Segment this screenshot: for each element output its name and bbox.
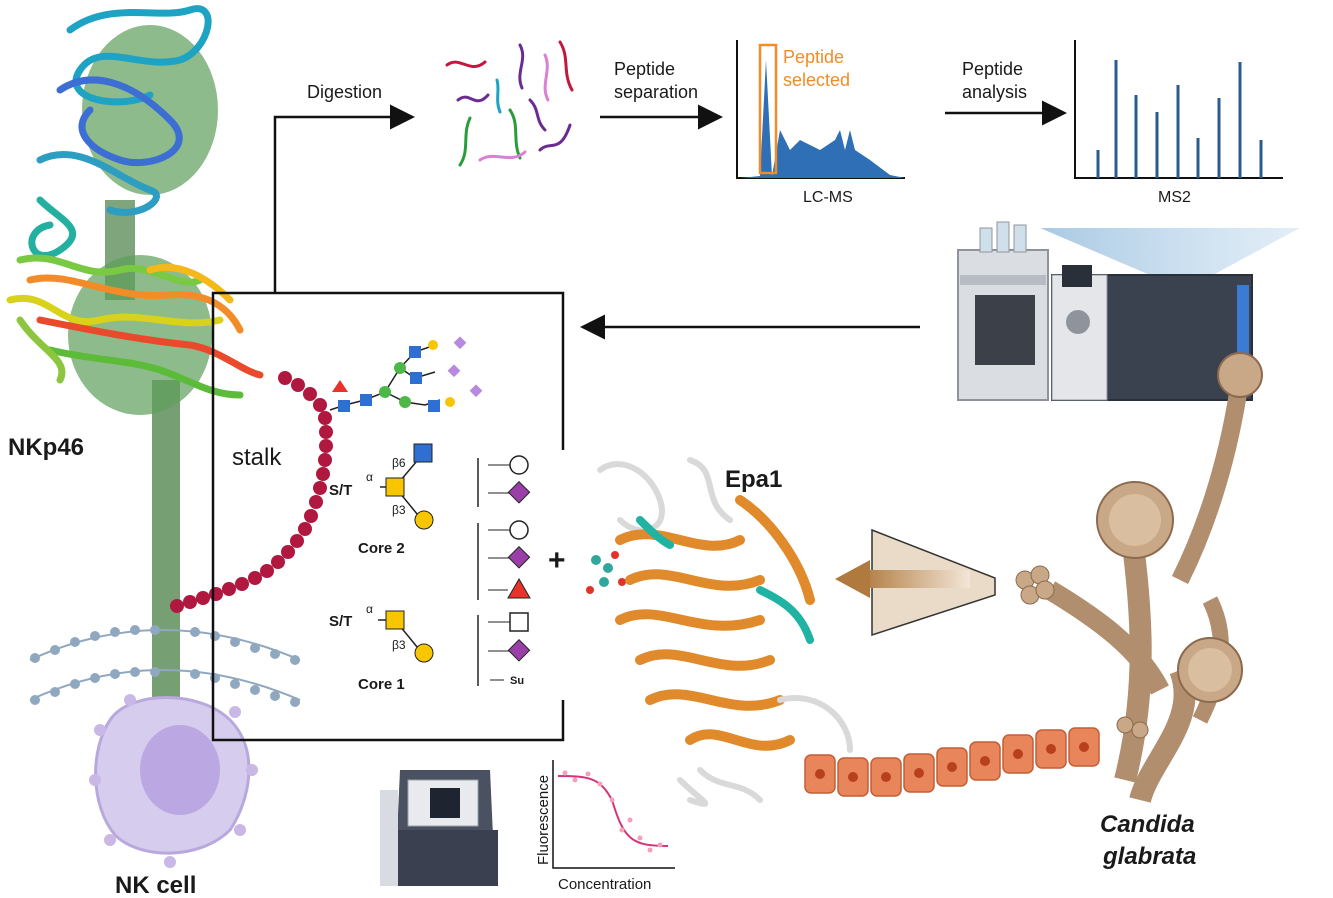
plate-reader-icon	[380, 770, 498, 886]
glycan-modification-list	[477, 455, 531, 686]
fluorescence-plot	[552, 760, 675, 869]
label-peptide-analysis-1: Peptide	[962, 59, 1023, 79]
label-nk-cell: NK cell	[115, 872, 196, 898]
label-lcms: LC-MS	[803, 189, 853, 206]
label-stalk: stalk	[232, 444, 282, 471]
nk-cell-icon	[89, 694, 258, 868]
label-beta3-core2: β3	[392, 503, 406, 517]
label-beta6: β6	[392, 456, 406, 470]
label-digestion: Digestion	[307, 82, 382, 102]
label-beta3-core1: β3	[392, 638, 406, 652]
label-concentration: Concentration	[558, 876, 651, 893]
label-peptide-separation-1: Peptide	[614, 59, 675, 79]
label-peptide-analysis-2: analysis	[962, 82, 1027, 102]
core2-structure	[380, 443, 434, 530]
epa1-protein-icon	[597, 457, 853, 807]
label-peptide-selected-2: selected	[783, 70, 850, 90]
sugar-molecule-icon	[586, 551, 626, 594]
fungus-icon	[1015, 352, 1263, 804]
label-candida-1: Candida	[1100, 811, 1195, 838]
label-plus: +	[548, 544, 566, 577]
lcms-chromatogram	[736, 40, 905, 179]
glycan-box	[211, 291, 565, 742]
adhesion-arrow-icon	[835, 528, 996, 637]
epithelium-icon	[804, 727, 1100, 797]
label-st-core1: S/T	[329, 613, 352, 630]
bead-stalk-icon	[170, 371, 333, 613]
label-peptide-selected-1: Peptide	[783, 47, 844, 67]
ms2-spectrum	[1074, 40, 1283, 179]
label-candida-2: glabrata	[1102, 843, 1196, 870]
label-fluorescence: Fluorescence	[535, 775, 552, 865]
peptide-selected-box	[758, 43, 778, 175]
label-peptide-separation-2: separation	[614, 82, 698, 102]
label-ms2: MS2	[1158, 189, 1191, 206]
label-epa1: Epa1	[725, 466, 782, 493]
peptide-fragments-icon	[445, 40, 574, 167]
label-core2: Core 2	[358, 540, 405, 557]
label-core1: Core 1	[358, 676, 405, 693]
label-st-core2: S/T	[329, 482, 352, 499]
label-alpha-core1: α	[366, 602, 373, 616]
nkp46-receptor	[6, 5, 264, 790]
label-su: Su	[510, 675, 524, 687]
label-nkp46: NKp46	[8, 434, 84, 461]
glycan-tree-icon	[329, 336, 483, 412]
mass-spectrometer-icon	[957, 221, 1300, 401]
domain-d1	[82, 25, 218, 195]
core1-structure	[378, 610, 434, 663]
label-alpha-core2: α	[366, 470, 373, 484]
cell-membrane	[29, 625, 301, 707]
arrow-digestion	[273, 104, 415, 293]
